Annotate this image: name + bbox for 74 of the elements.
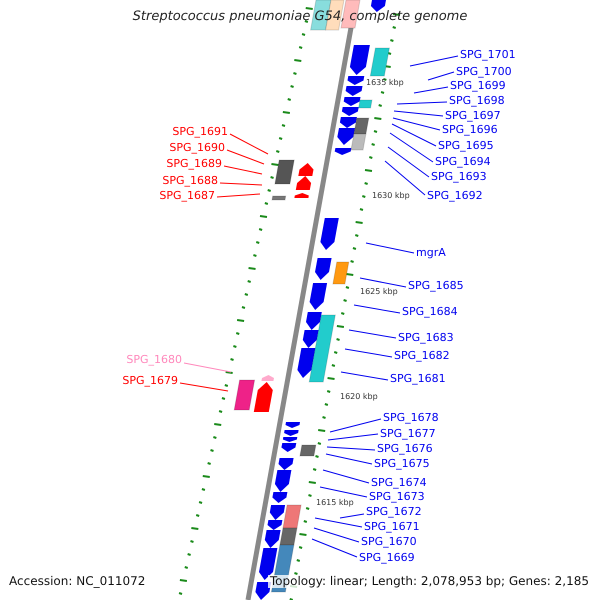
leader-line <box>354 304 400 314</box>
gene-label: SPG_1692 <box>427 189 483 202</box>
leader-line <box>384 160 426 196</box>
leader-line <box>414 86 448 94</box>
gene-label: SPG_1679 <box>122 374 178 387</box>
gene-label: SPG_1688 <box>162 174 218 187</box>
gene-label: SPG_1672 <box>366 505 422 518</box>
scale-label: 1620 kbp <box>340 391 378 402</box>
leader-line <box>390 132 434 162</box>
gene-label: mgrA <box>416 246 446 259</box>
leader-line <box>392 118 440 130</box>
leader-line <box>330 418 382 432</box>
scale-label: 1625 kbp <box>360 286 398 297</box>
gene-label: SPG_1682 <box>394 349 450 362</box>
leader-line <box>226 150 264 164</box>
gene-label: SPG_1676 <box>377 442 433 455</box>
accession-text: Accession: NC_011072 <box>9 575 146 588</box>
leader-line <box>220 182 262 186</box>
gene-label: SPG_1690 <box>169 141 225 154</box>
gene-label: SPG_1673 <box>369 490 425 503</box>
gene-label: SPG_1674 <box>371 476 427 489</box>
leader-line <box>394 110 444 116</box>
leader-line <box>320 486 368 498</box>
scale-label: 1615 kbp <box>316 497 354 508</box>
gene-label: SPG_1696 <box>442 123 498 136</box>
leader-line <box>184 362 232 372</box>
leader-line <box>328 434 378 440</box>
leader-line <box>326 446 376 450</box>
leader-line <box>344 348 392 358</box>
leader-line <box>180 382 228 392</box>
gene-label: SPG_1675 <box>374 457 430 470</box>
gene-label: SPG_1689 <box>166 157 222 170</box>
leader-line <box>428 72 454 80</box>
gene-label: SPG_1693 <box>431 170 487 183</box>
leader-line <box>322 470 370 484</box>
leader-line <box>312 538 358 558</box>
gene-label: SPG_1687 <box>159 189 215 202</box>
leader-line <box>410 56 458 66</box>
leader-line <box>396 102 448 104</box>
leader-line <box>314 528 360 542</box>
gene-label: SPG_1670 <box>361 535 417 548</box>
gene-label: SPG_1681 <box>390 372 446 385</box>
gene-label: SPG_1697 <box>445 109 501 122</box>
scale-label: 1635 kbp <box>366 77 404 88</box>
leader-line <box>348 330 396 338</box>
leader-line <box>326 454 372 464</box>
gene-label: SPG_1683 <box>398 331 454 344</box>
gene-label: SPG_1684 <box>402 305 458 318</box>
leader-line <box>392 124 436 146</box>
topology-text: Topology: linear; Length: 2,078,953 bp; Genes: 2,185 <box>268 575 591 588</box>
leader-line <box>216 194 260 198</box>
gene-label: SPG_1677 <box>380 427 436 440</box>
leader-line <box>366 242 414 254</box>
gene-label: SPG_1694 <box>435 155 491 168</box>
gene-label: SPG_1700 <box>456 65 512 78</box>
gene-label: SPG_1678 <box>383 411 439 424</box>
leader-line <box>224 166 262 174</box>
gene-label: SPG_1698 <box>449 94 505 107</box>
leader-line <box>230 134 268 154</box>
leader-line <box>360 278 406 288</box>
gene-label: SPG_1671 <box>364 520 420 533</box>
gene-label: SPG_1691 <box>172 125 228 138</box>
gene-label: SPG_1699 <box>450 79 506 92</box>
leader-line <box>340 372 388 380</box>
leader-line <box>388 146 430 178</box>
leader-line <box>340 514 364 518</box>
gene-label: SPG_1685 <box>408 279 464 292</box>
gene-label: SPG_1680 <box>126 353 182 366</box>
title: Streptococcus pneumoniae G54, complete genome <box>132 10 468 23</box>
leader-line <box>314 518 362 528</box>
gene-label: SPG_1701 <box>460 48 516 61</box>
gene-label: SPG_1669 <box>359 551 415 564</box>
scale-label: 1630 kbp <box>372 190 410 201</box>
gene-label: SPG_1695 <box>438 139 494 152</box>
